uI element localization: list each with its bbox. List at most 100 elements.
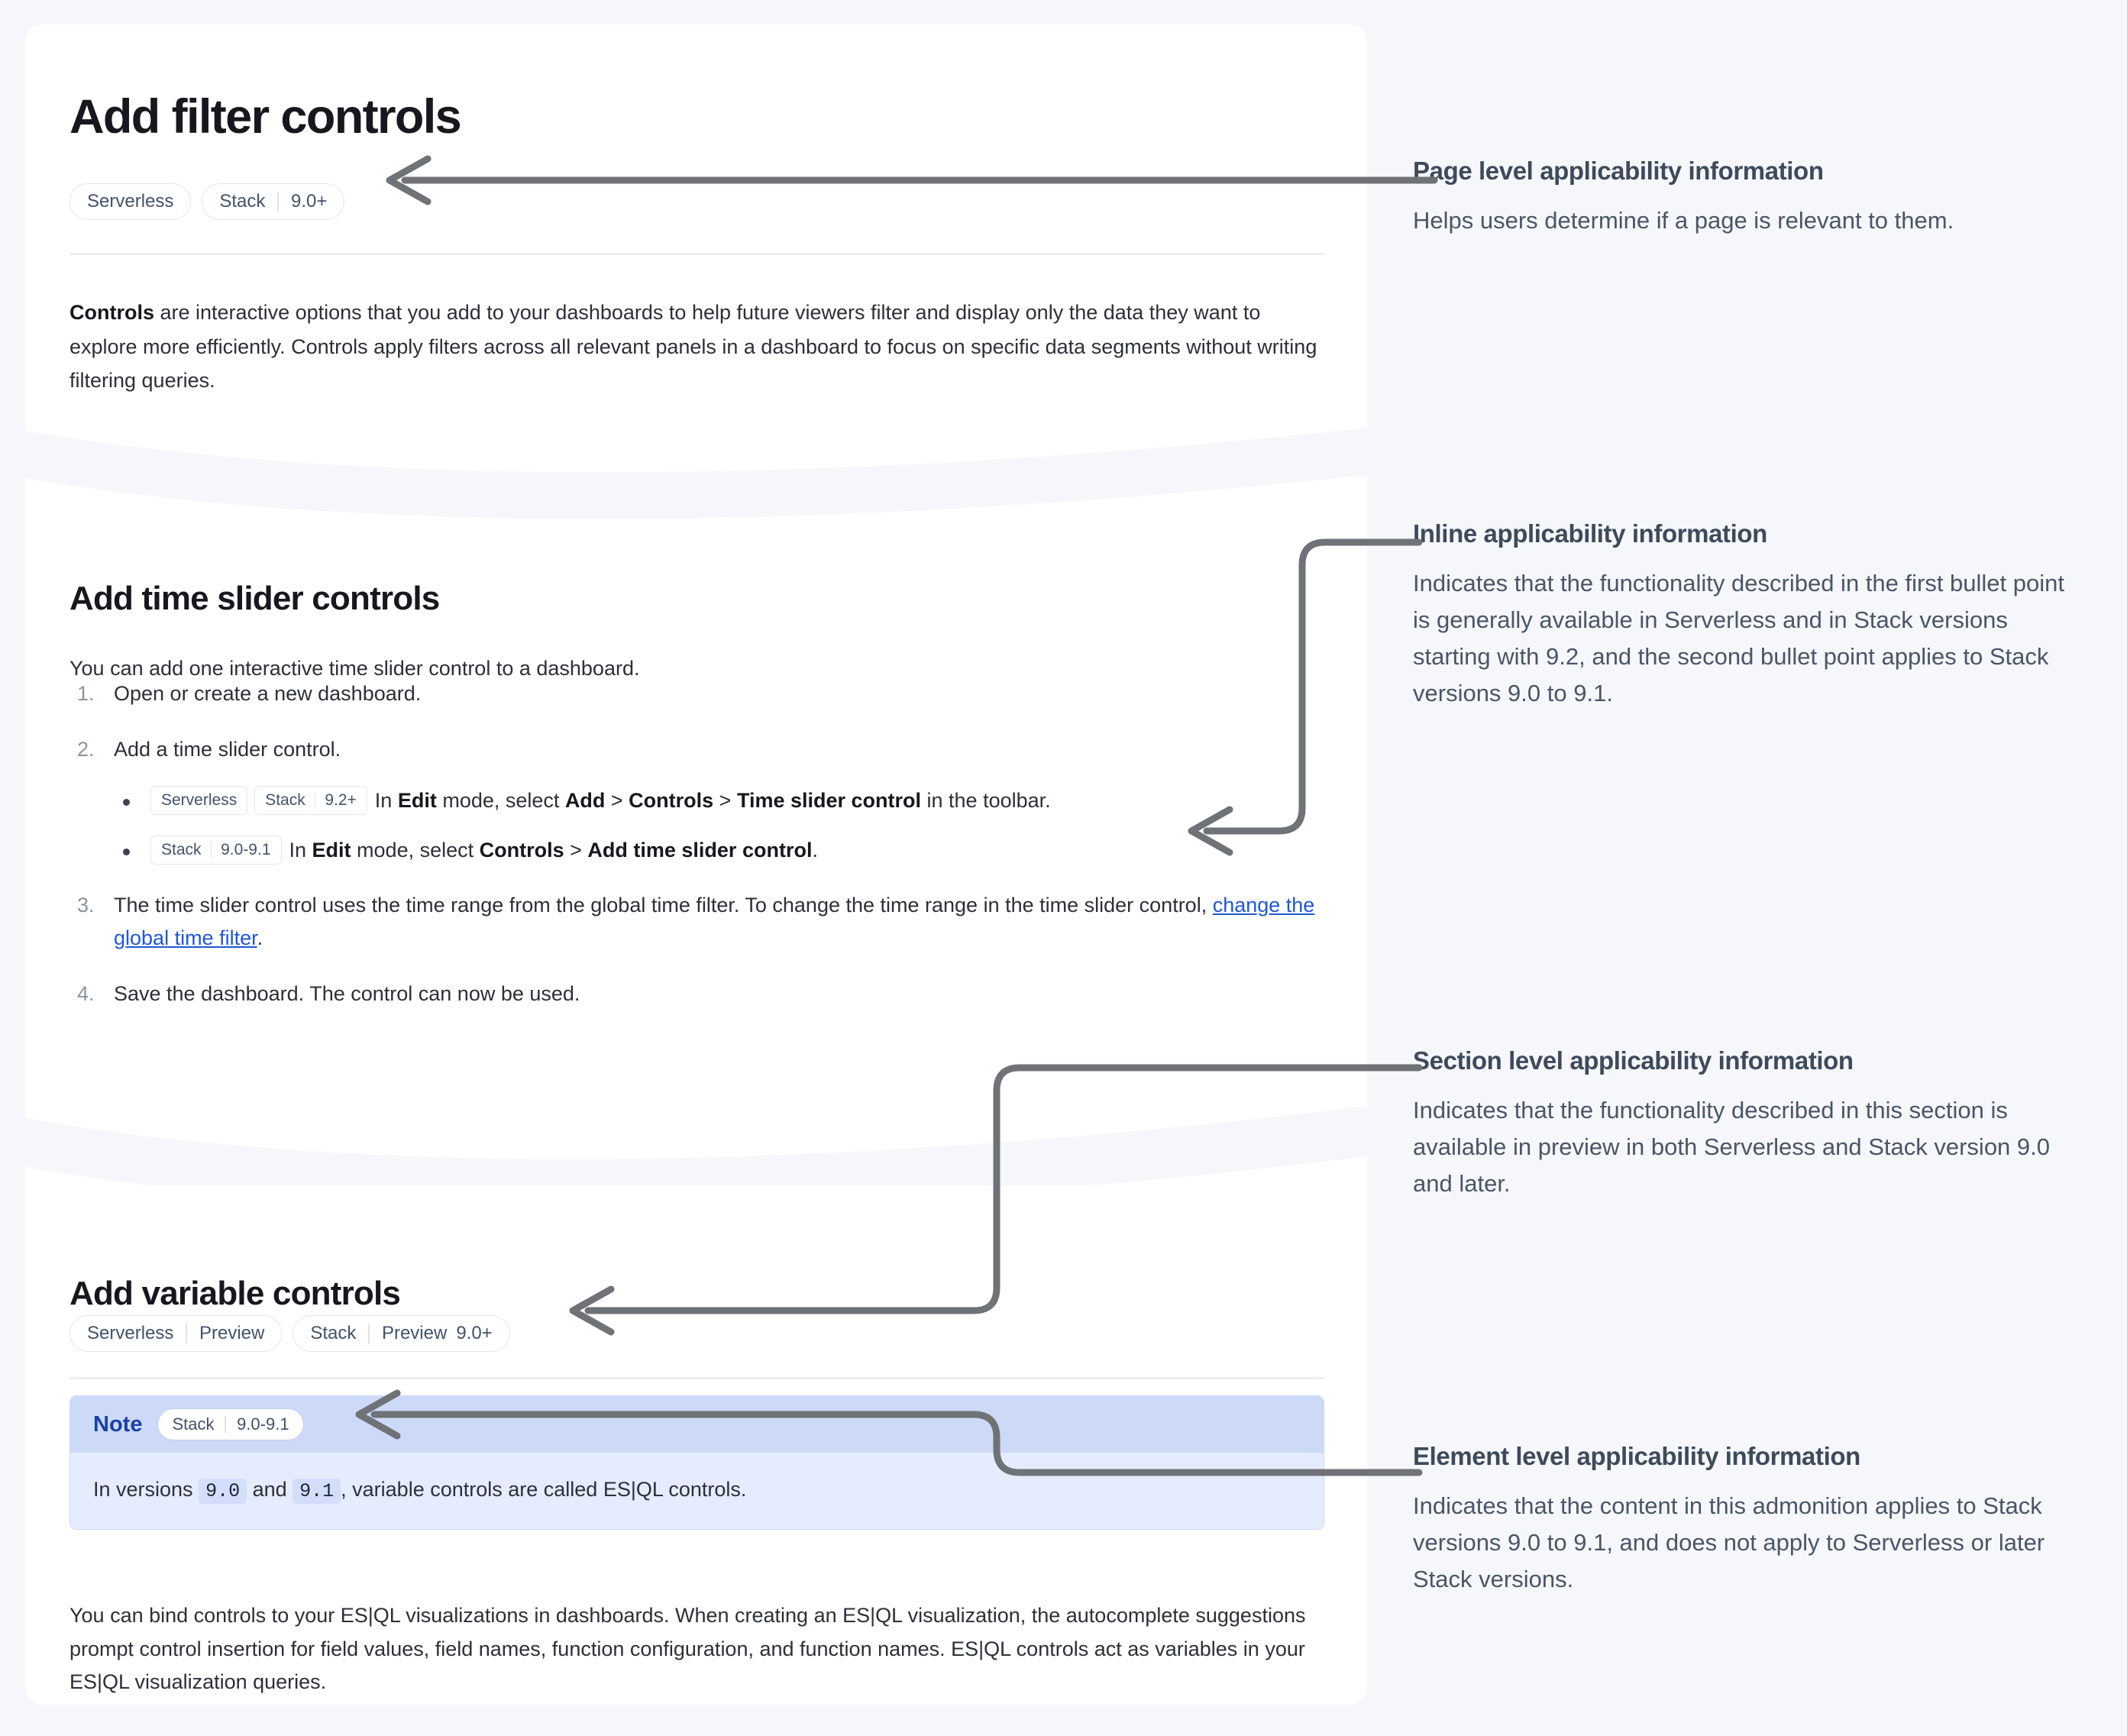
chip-stack[interactable]: Stack 9.0-9.1: [150, 836, 282, 865]
badge-divider: [186, 1324, 187, 1343]
note-admonition: Note Stack 9.0-9.1 In versions 9.0 and 9…: [69, 1395, 1324, 1530]
esql-paragraph: You can bind controls to your ES|QL visu…: [69, 1604, 1306, 1694]
chip-divider: [314, 792, 316, 810]
section-heading-variable-controls: Add variable controls: [69, 1274, 401, 1312]
note-badge-stack-version: 9.0-9.1: [237, 1414, 289, 1434]
list-item: Serverless Stack 9.2+ In Edit mode, sele…: [114, 785, 1330, 816]
bullet-mid1: mode, select: [351, 839, 480, 862]
list-item: 1. Open or create a new dashboard.: [69, 677, 1330, 710]
note-badge-stack[interactable]: Stack 9.0-9.1: [157, 1408, 304, 1440]
global-time-filter-link[interactable]: change the global time filter: [114, 894, 1315, 949]
badge-divider: [368, 1324, 370, 1343]
time-slider-lead-paragraph: You can add one interactive time slider …: [69, 657, 640, 680]
annotation-body: Indicates that the functionality describ…: [1413, 570, 2064, 707]
step-number: 3.: [77, 894, 95, 917]
bullet-mid1: mode, select: [436, 789, 565, 813]
chip-stack-label: Stack: [265, 791, 305, 810]
badge-stack-label: Stack: [310, 1323, 357, 1343]
chip-serverless-label: Serverless: [161, 791, 238, 810]
step-number: 4.: [77, 981, 95, 1005]
chip-stack-label: Stack: [161, 841, 202, 859]
bullet-bold-controls: Controls: [479, 839, 564, 862]
section-divider: [69, 1377, 1324, 1379]
bullet-mid2: >: [564, 839, 588, 862]
list-item: 3. The time slider control uses the time…: [69, 889, 1330, 954]
note-label: Note: [93, 1411, 143, 1437]
bullet-prefix: In: [374, 789, 398, 813]
bullet-mid2: >: [605, 789, 629, 813]
note-header: Note Stack 9.0-9.1: [70, 1396, 1324, 1453]
badge-stack-preview[interactable]: Stack Preview 9.0+: [293, 1315, 510, 1352]
badge-divider: [225, 1416, 227, 1433]
documentation-card: Add filter controls Serverless Stack 9.0…: [25, 24, 1367, 1705]
badge-serverless[interactable]: Serverless: [69, 183, 192, 220]
annotation-page-level: Page level applicability information Hel…: [1413, 157, 2085, 239]
bullet-bold-edit: Edit: [312, 839, 351, 862]
badge-stack-label: Stack: [219, 191, 266, 212]
bullet-bold-add-time-slider-control: Add time slider control: [587, 839, 813, 862]
section-heading-time-slider: Add time slider controls: [69, 579, 440, 617]
chip-divider: [210, 842, 212, 859]
badge-divider: [277, 192, 279, 212]
step-tail: .: [257, 926, 263, 949]
step-text: Open or create a new dashboard.: [114, 682, 422, 705]
inline-code-9-0: 9.0: [199, 1479, 247, 1504]
note-text-after: , variable controls are called ES|QL con…: [341, 1478, 747, 1501]
intro-paragraph: Controls are interactive options that yo…: [69, 296, 1330, 398]
chip-stack-version: 9.0-9.1: [221, 841, 271, 859]
annotation-inline-level: Inline applicability information Indicat…: [1413, 519, 2085, 712]
annotation-title: Element level applicability information: [1413, 1442, 1860, 1470]
annotation-section-level: Section level applicability information …: [1413, 1046, 2085, 1202]
bullet-bold-edit: Edit: [397, 789, 437, 813]
step-text: The time slider control uses the time ra…: [114, 894, 1213, 917]
list-item: 4. Save the dashboard. The control can n…: [69, 978, 1330, 1010]
bullet-bold-add: Add: [564, 789, 606, 813]
list-item: Stack 9.0-9.1 In Edit mode, select Contr…: [114, 835, 1330, 866]
step-text: Add a time slider control.: [114, 737, 341, 761]
note-text-before: In versions: [93, 1478, 199, 1501]
annotation-title: Section level applicability information: [1413, 1046, 1854, 1075]
annotation-title: Inline applicability information: [1413, 519, 1767, 548]
bullet-tail: in the toolbar.: [921, 789, 1051, 813]
badge-stack[interactable]: Stack 9.0+: [202, 183, 345, 220]
note-text-mid: and: [247, 1478, 293, 1501]
annotation-body: Indicates that the content in this admon…: [1413, 1492, 2045, 1593]
annotation-body: Indicates that the functionality describ…: [1413, 1097, 2051, 1198]
chip-stack[interactable]: Stack 9.2+: [254, 786, 367, 816]
bullet-text-1: In Edit mode, select Add > Controls > Ti…: [375, 789, 1051, 812]
bullet-bold-time-slider-control: Time slider control: [736, 789, 922, 813]
step-text: Save the dashboard. The control can now …: [114, 981, 580, 1005]
inline-code-9-1: 9.1: [293, 1479, 341, 1504]
time-slider-bullet-list: Serverless Stack 9.2+ In Edit mode, sele…: [114, 785, 1330, 866]
wave-separator-2: [25, 1106, 1367, 1185]
bullet-tail: .: [812, 839, 818, 862]
annotation-element-level: Element level applicability information …: [1413, 1442, 2085, 1598]
time-slider-steps-list: 1. Open or create a new dashboard. 2. Ad…: [69, 677, 1330, 1033]
inline-applicability-badges-2: Stack 9.0-9.1: [150, 836, 282, 865]
badge-stack-preview-label: Preview: [381, 1323, 448, 1343]
page-title: Add filter controls: [69, 90, 462, 144]
bullet-mid3: >: [713, 789, 737, 813]
annotation-title: Page level applicability information: [1413, 157, 1824, 185]
bullet-prefix: In: [289, 839, 312, 862]
intro-rest: are interactive options that you add to …: [69, 301, 1317, 393]
badge-serverless-label: Serverless: [87, 1323, 174, 1343]
section-applicability-badges: Serverless Preview Stack Preview 9.0+: [69, 1315, 510, 1352]
badge-serverless-preview-label: Preview: [199, 1323, 265, 1343]
intro-lead-bold: Controls: [69, 301, 154, 324]
badge-stack-version: 9.0+: [291, 191, 328, 212]
badge-serverless-label: Serverless: [87, 191, 174, 212]
page-applicability-badges: Serverless Stack 9.0+: [69, 183, 345, 220]
badge-serverless-preview[interactable]: Serverless Preview: [69, 1315, 283, 1352]
step-number: 2.: [77, 737, 95, 761]
wave-separator-1: [25, 428, 1367, 519]
list-item: 2. Add a time slider control. Serverless…: [69, 733, 1330, 867]
title-divider: [69, 253, 1324, 255]
chip-serverless[interactable]: Serverless: [150, 786, 248, 816]
note-badge-stack-label: Stack: [172, 1414, 215, 1434]
annotation-body: Helps users determine if a page is relev…: [1413, 207, 1954, 234]
step-number: 1.: [77, 682, 95, 705]
chip-stack-version: 9.2+: [325, 791, 357, 810]
bullet-bold-controls: Controls: [629, 789, 714, 813]
badge-stack-version: 9.0+: [456, 1323, 493, 1343]
